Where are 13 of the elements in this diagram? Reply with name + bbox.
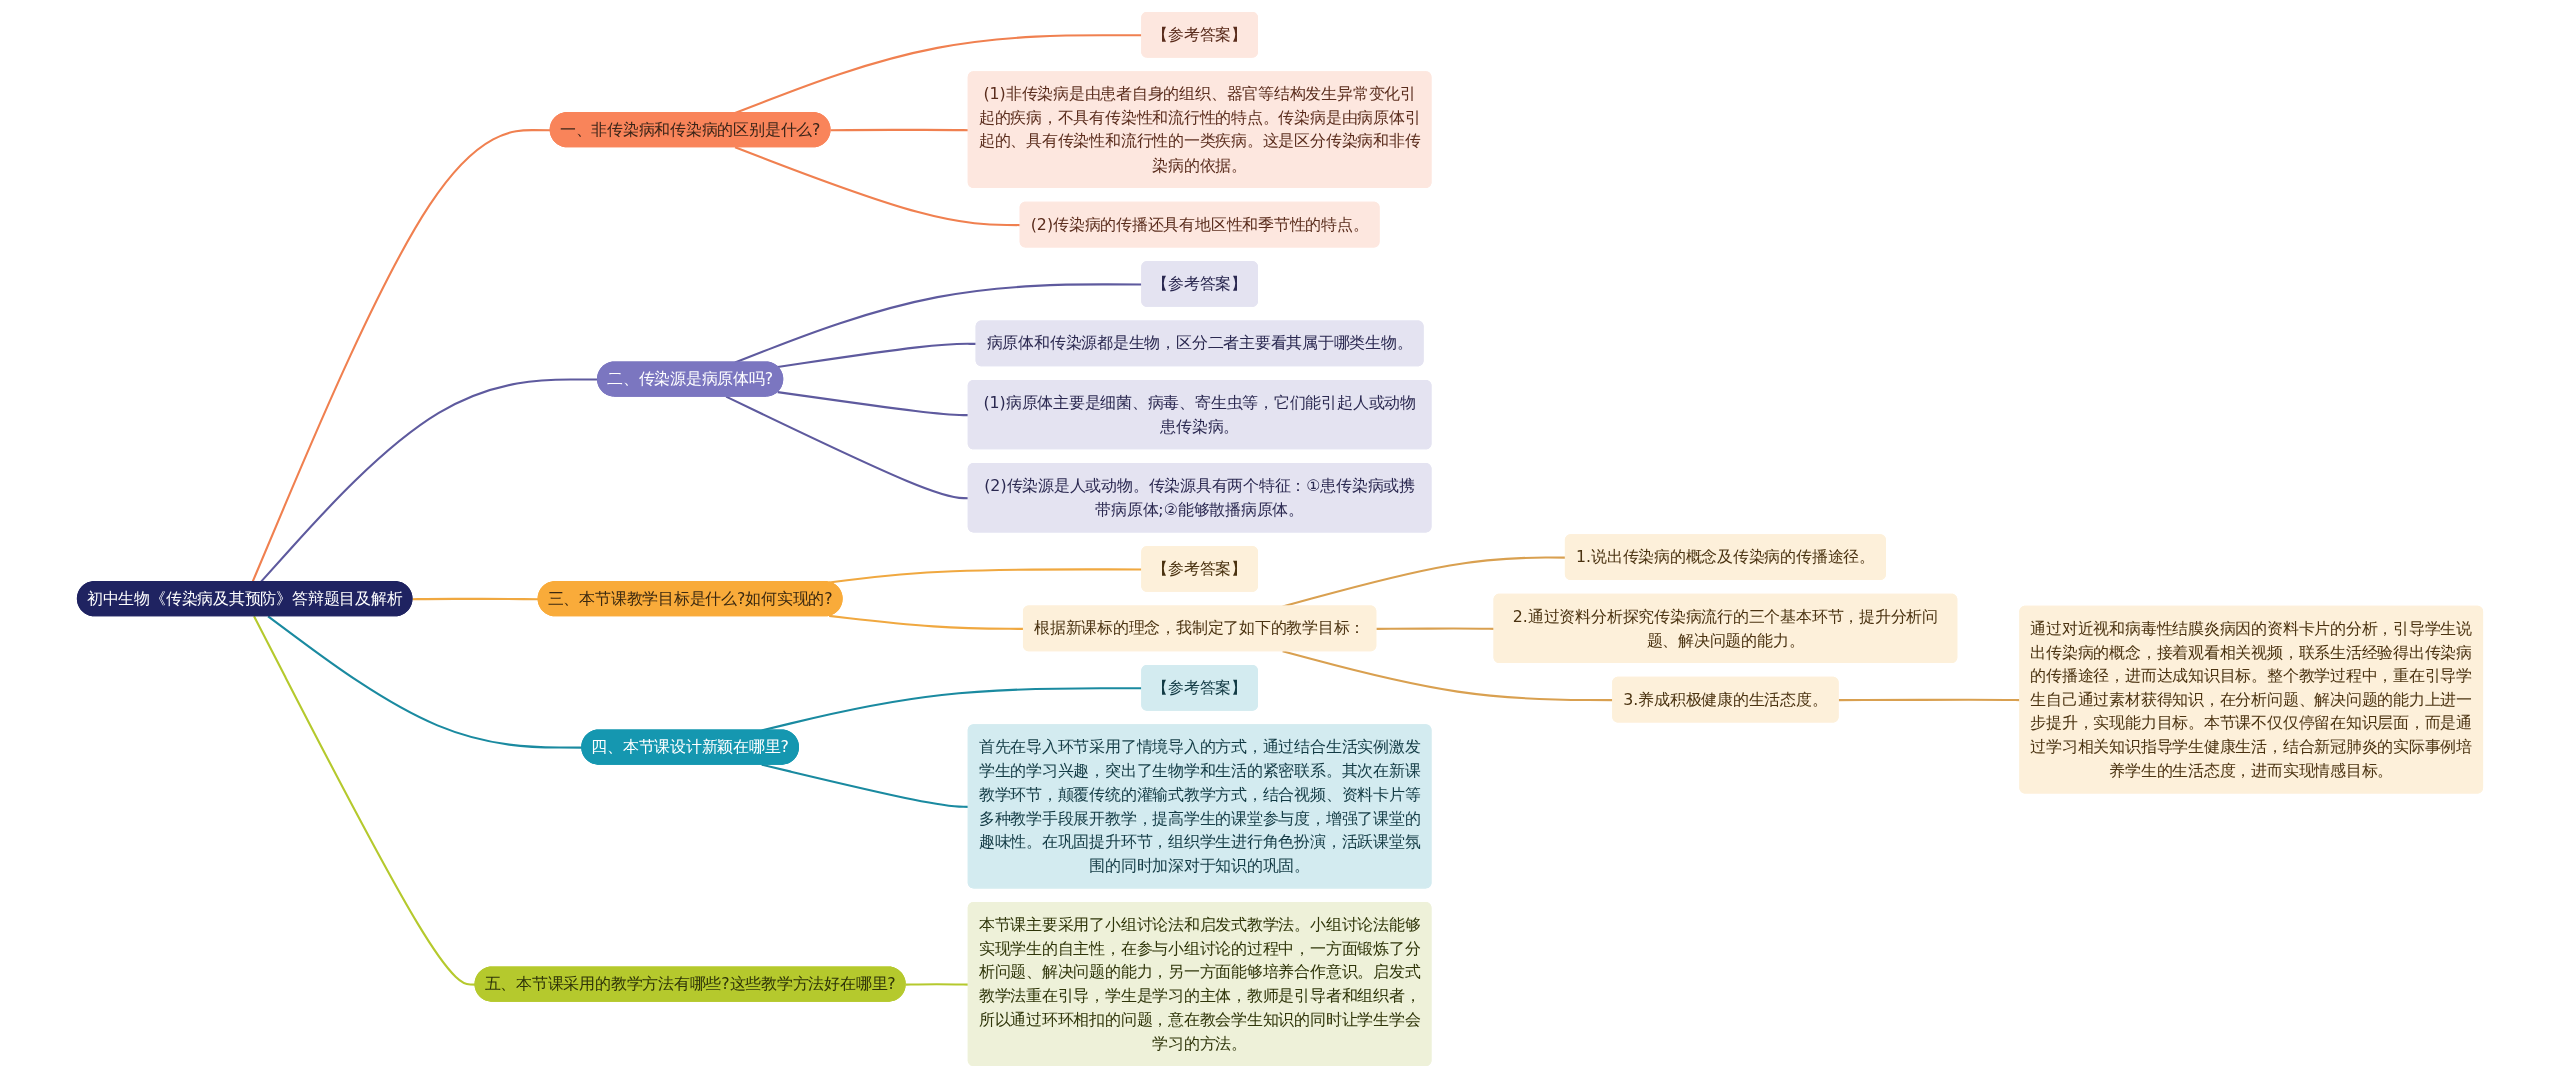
connector — [412, 597, 539, 601]
connector — [829, 614, 1024, 630]
connector — [777, 391, 969, 417]
connector — [725, 395, 969, 500]
connector — [253, 615, 476, 986]
connector — [267, 615, 583, 749]
connector — [761, 763, 969, 808]
connector — [777, 342, 977, 368]
connector — [734, 146, 1021, 227]
connector — [830, 128, 969, 132]
connector — [251, 129, 551, 583]
connector — [905, 983, 969, 986]
connector — [1376, 627, 1495, 630]
